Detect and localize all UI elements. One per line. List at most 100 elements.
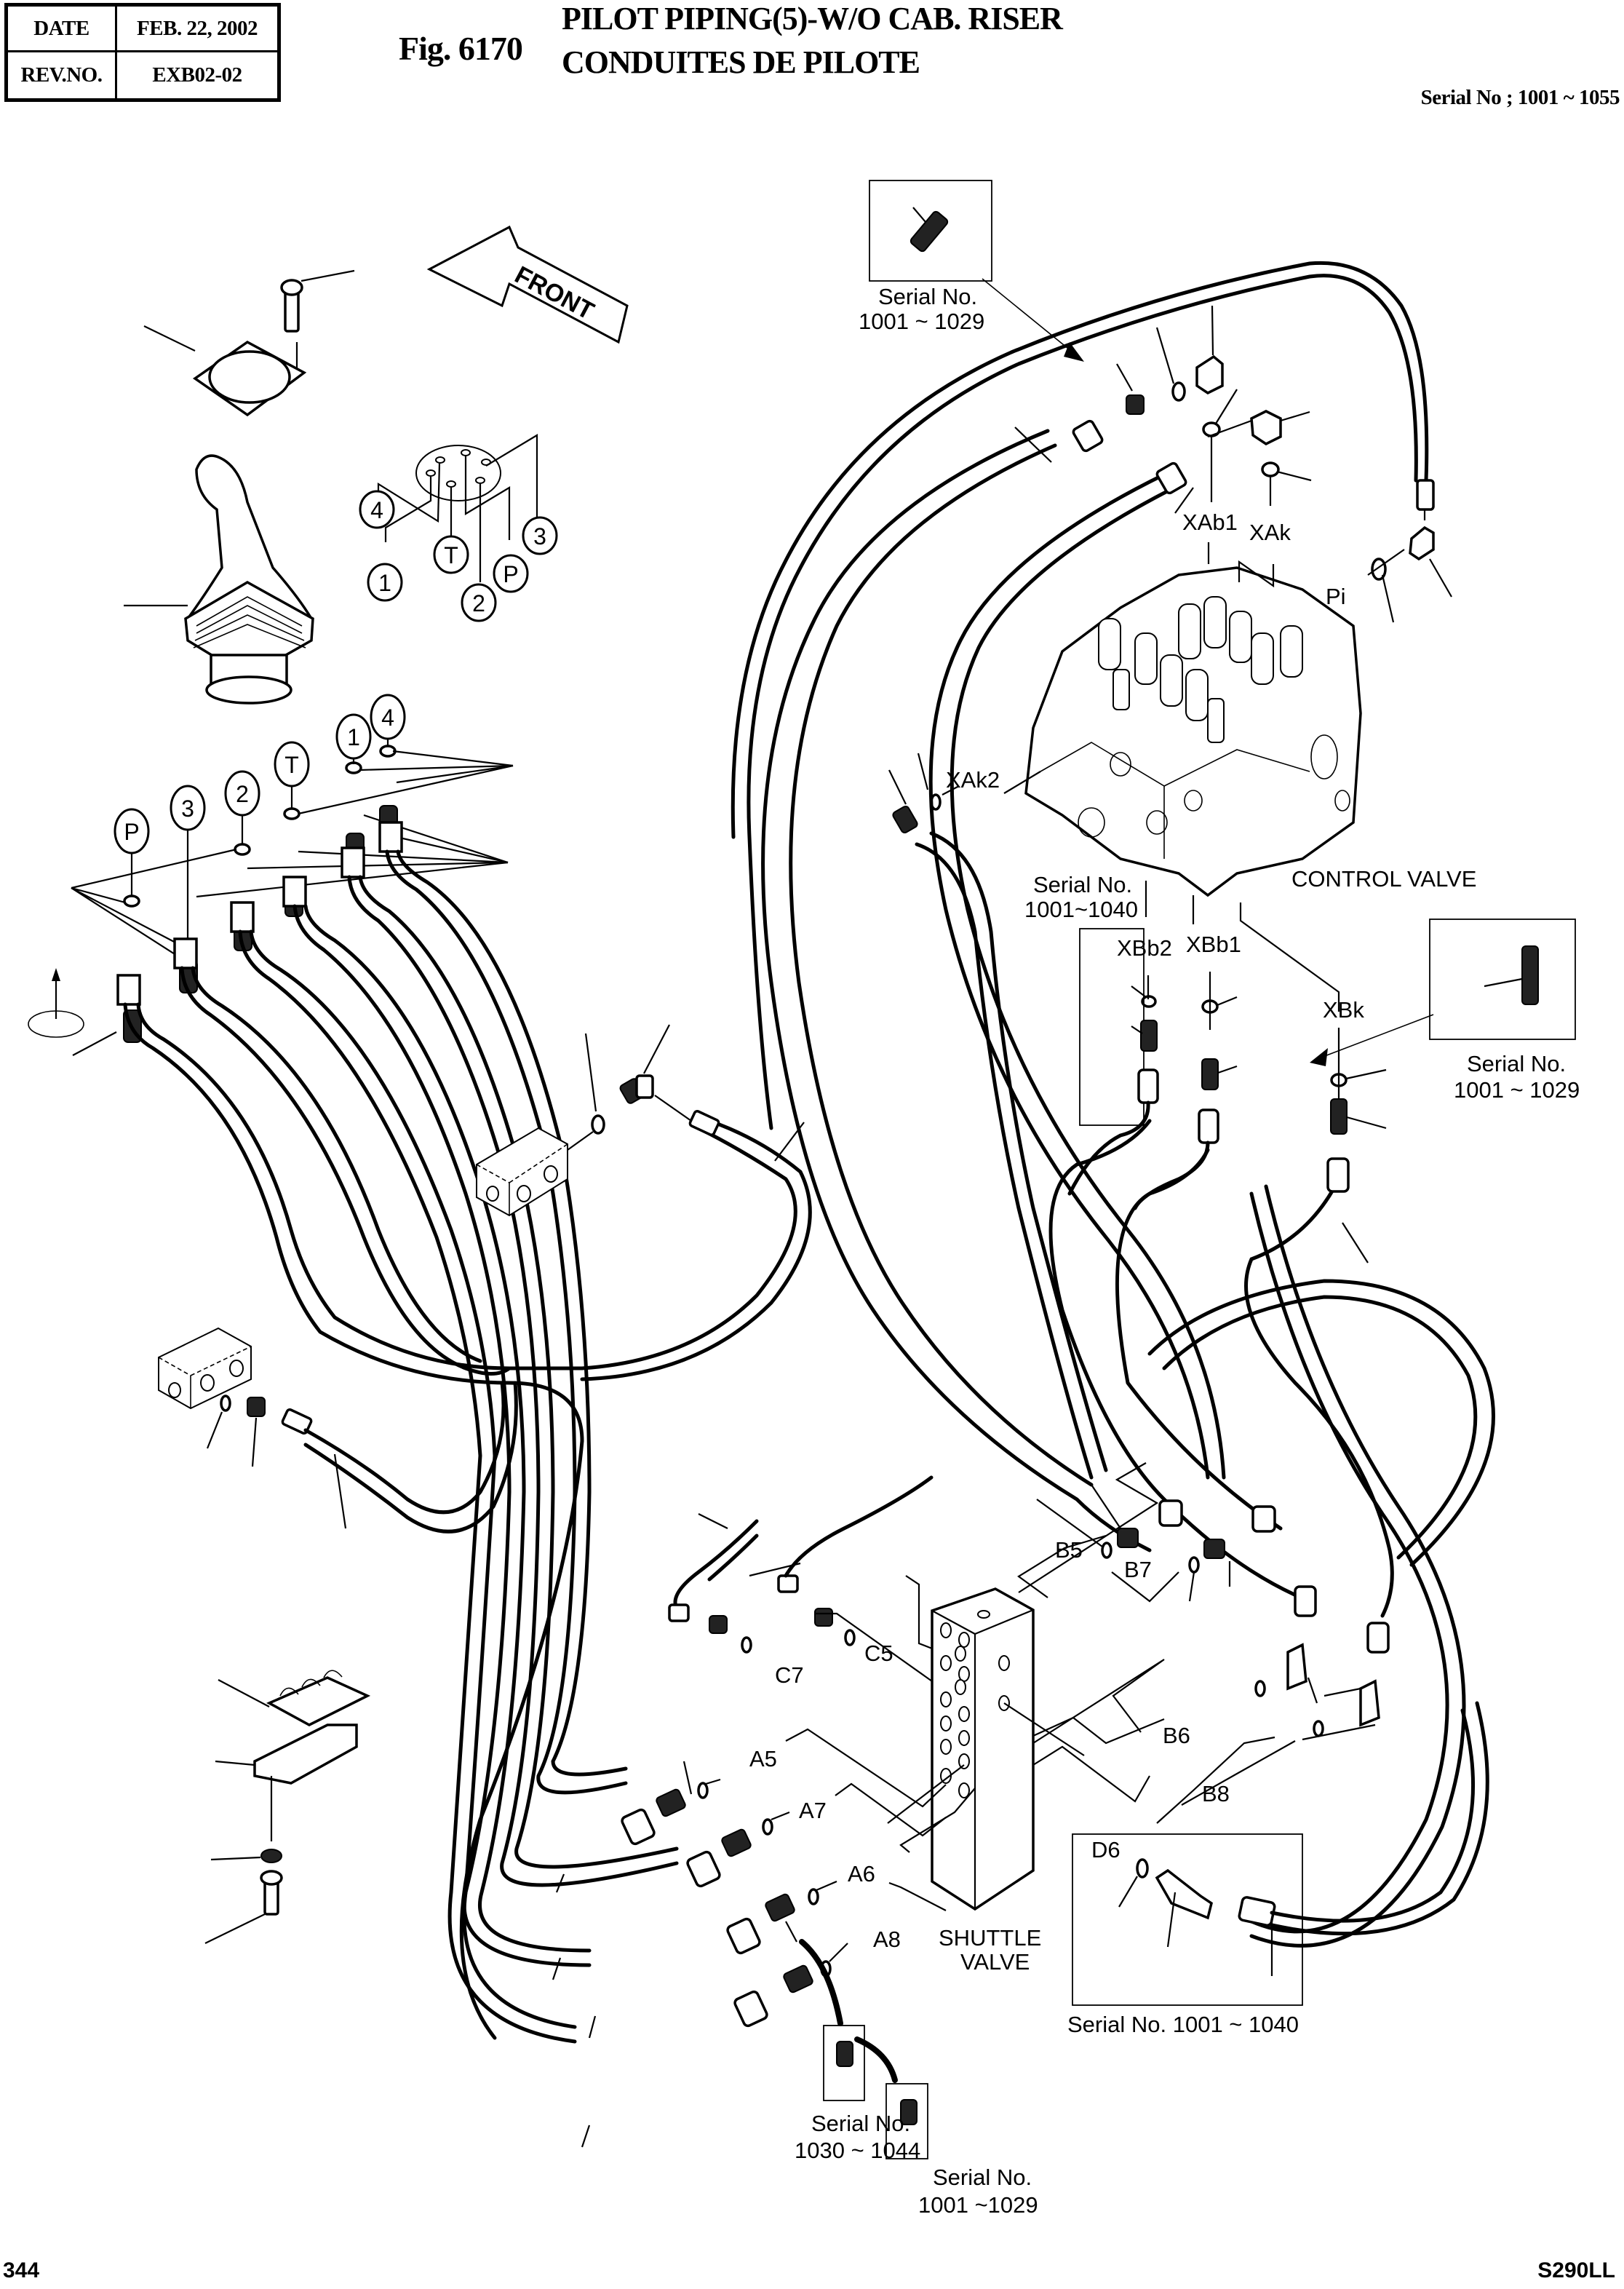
adapter-fittings bbox=[123, 805, 398, 1043]
svg-text:2: 2 bbox=[236, 781, 249, 807]
fitting-callout-T: T bbox=[274, 741, 310, 820]
port-label-xab1: XAb1 bbox=[1182, 509, 1238, 535]
xa-port-fittings bbox=[1014, 305, 1312, 514]
port-label-a5: A5 bbox=[749, 1746, 777, 1772]
port-label-b8: B8 bbox=[1202, 1781, 1230, 1806]
fitting-callout-1: 1 bbox=[335, 713, 372, 774]
c-port-fittings bbox=[668, 1475, 934, 1654]
serial-inset-right bbox=[1310, 919, 1576, 1066]
svg-text:T: T bbox=[444, 542, 458, 568]
view-direction-icon bbox=[28, 968, 84, 1038]
svg-text:3: 3 bbox=[181, 796, 194, 822]
serial-range: Serial No ; 1001 ~ 1055 bbox=[1420, 86, 1620, 109]
svg-text:4: 4 bbox=[381, 705, 394, 731]
junction-block-upper-icon bbox=[476, 1024, 692, 1217]
serial-inset-bottom-b bbox=[854, 2036, 928, 2159]
rev-value: EXB02-02 bbox=[152, 63, 242, 87]
title-french: CONDUITES DE PILOTE bbox=[562, 44, 920, 80]
joystick-lever-icon bbox=[124, 454, 314, 705]
clamp-bracket-icon bbox=[204, 1723, 358, 1944]
fitting-callout-2: 2 bbox=[224, 770, 260, 856]
port-label-b5: B5 bbox=[1055, 1537, 1083, 1563]
svg-text:3: 3 bbox=[533, 523, 546, 550]
joystick-plate-icon bbox=[143, 325, 307, 417]
port-label-c5: C5 bbox=[864, 1641, 893, 1666]
svg-text:2: 2 bbox=[472, 590, 485, 616]
control-valve-label: CONTROL VALVE bbox=[1291, 866, 1476, 892]
date-label: DATE bbox=[8, 7, 117, 52]
a-port-fittings bbox=[552, 1761, 848, 2148]
serial-note-xbb2-line1: Serial No. bbox=[1033, 872, 1132, 897]
loop-hose-upper bbox=[507, 1126, 797, 1370]
shuttle-valve-label-1: SHUTTLE bbox=[939, 1925, 1041, 1951]
joystick-bolt-icon bbox=[280, 269, 355, 375]
fitting-callout-3: 3 bbox=[170, 785, 206, 951]
port-callout-2: 2 bbox=[461, 583, 497, 622]
control-valve-leaders bbox=[1003, 542, 1340, 1012]
serial-note-bottom-a-line1: Serial No. bbox=[811, 2111, 910, 2136]
pi-port-fitting bbox=[1367, 479, 1452, 623]
svg-text:P: P bbox=[124, 819, 139, 845]
serial-note-top-line2: 1001 ~ 1029 bbox=[859, 309, 984, 334]
port-label-b7: B7 bbox=[1124, 1557, 1152, 1582]
port-label-a8: A8 bbox=[873, 1927, 901, 1952]
port-label-xbb2: XBb2 bbox=[1117, 935, 1172, 961]
fitting-leader-lines bbox=[71, 750, 514, 1056]
model-code: S290LL bbox=[1537, 2258, 1615, 2282]
revision-table: DATE FEB. 22, 2002 REV.NO. EXB02-02 bbox=[4, 3, 281, 102]
svg-text:T: T bbox=[284, 752, 299, 778]
figure-number: Fig. 6170 bbox=[399, 30, 523, 67]
serial-note-bottom-a-line2: 1030 ~ 1044 bbox=[795, 2138, 920, 2163]
loop-hose-upper-b bbox=[580, 1115, 812, 1381]
serial-note-bottom-b-line2: 1001 ~1029 bbox=[918, 2192, 1038, 2218]
port-label-b6: B6 bbox=[1163, 1723, 1190, 1748]
svg-text:4: 4 bbox=[370, 497, 383, 523]
port-callout-4: 4 bbox=[359, 490, 395, 529]
port-label-c7: C7 bbox=[775, 1662, 804, 1688]
xbk-port-fitting bbox=[1326, 1028, 1387, 1263]
date-value: FEB. 22, 2002 bbox=[117, 7, 277, 52]
fitting-callout-4: 4 bbox=[370, 694, 406, 758]
rev-label: REV.NO. bbox=[8, 52, 117, 98]
control-valve-icon bbox=[1024, 566, 1362, 897]
port-label-xak: XAk bbox=[1249, 520, 1291, 545]
port-label-xbk: XBk bbox=[1323, 997, 1364, 1023]
diagram-labels: Serial No. 1001 ~ 1029 XAb1 XAk Pi XAk2 … bbox=[749, 284, 1580, 2218]
shuttle-valve-icon bbox=[931, 1587, 1035, 1911]
shuttle-valve-leaders bbox=[785, 1462, 1376, 1911]
serial-note-right-line1: Serial No. bbox=[1467, 1051, 1566, 1076]
d6-inset-box bbox=[1072, 1701, 1489, 2006]
port-callout-3: 3 bbox=[522, 516, 558, 555]
fitting-callout-P: P bbox=[114, 808, 150, 908]
port-callout-P: P bbox=[493, 554, 529, 593]
b-port-fittings bbox=[1036, 1484, 1390, 1737]
svg-text:1: 1 bbox=[378, 570, 391, 596]
serial-note-right-line2: 1001 ~ 1029 bbox=[1454, 1077, 1580, 1103]
port-label-xbb1: XBb1 bbox=[1186, 932, 1241, 957]
port-label-a6: A6 bbox=[848, 1861, 875, 1887]
serial-note-bottom-b-line1: Serial No. bbox=[933, 2165, 1032, 2190]
port-label-xak2: XAk2 bbox=[946, 767, 1000, 793]
control-valve-hoses bbox=[731, 261, 1495, 1948]
port-callout-T: T bbox=[433, 535, 469, 574]
xbb2-inset-box bbox=[1067, 928, 1159, 1196]
serial-note-d6: Serial No. 1001 ~ 1040 bbox=[1067, 2012, 1299, 2037]
title-english: PILOT PIPING(5)-W/O CAB. RISER bbox=[562, 1, 1063, 36]
left-hose-bundle bbox=[116, 821, 679, 2044]
loop-hose-lower bbox=[303, 1381, 506, 1515]
serial-note-top-line1: Serial No. bbox=[878, 284, 977, 309]
svg-text:1: 1 bbox=[347, 724, 360, 750]
xak2-port-fitting bbox=[888, 753, 960, 834]
serial-inset-bottom-a bbox=[799, 1939, 865, 2101]
port-label-a7: A7 bbox=[799, 1798, 827, 1823]
hose-clamp-icon bbox=[218, 1670, 371, 1726]
junction-block-lower-icon bbox=[158, 1327, 347, 1529]
port-label-d6: D6 bbox=[1091, 1837, 1121, 1862]
hose-end-fitting bbox=[688, 1109, 720, 1137]
shuttle-valve-label-2: VALVE bbox=[960, 1949, 1030, 1975]
front-arrow-icon: FRONT bbox=[426, 225, 629, 344]
port-label-pi: Pi bbox=[1326, 584, 1346, 609]
page-number: 344 bbox=[3, 2258, 40, 2282]
serial-inset-top bbox=[869, 180, 1084, 362]
